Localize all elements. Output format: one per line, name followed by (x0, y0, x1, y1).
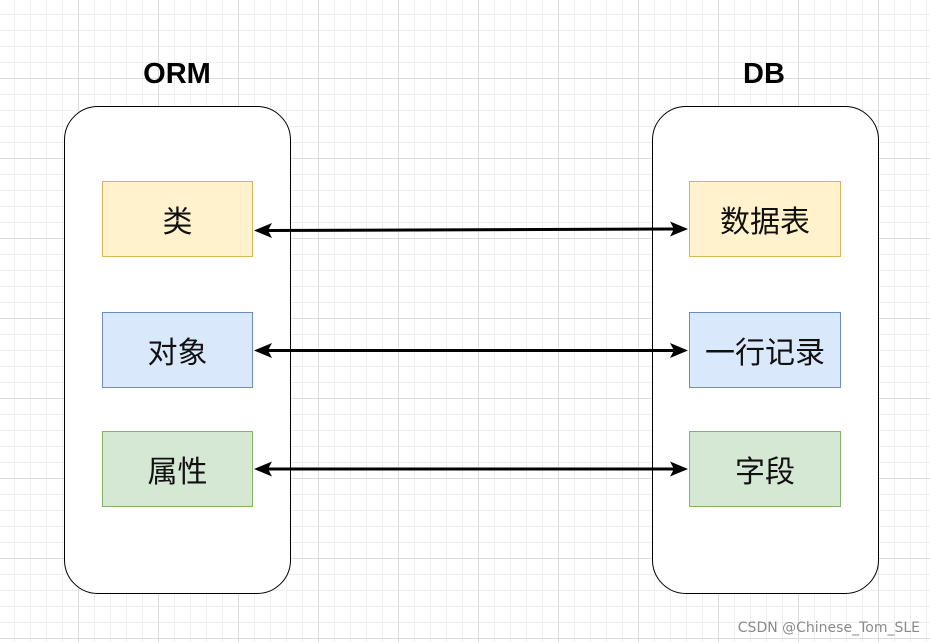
orm-item-class: 类 (102, 181, 253, 257)
arrow-attribute-field (254, 461, 688, 477)
db-title: DB (743, 58, 785, 90)
arrow-class-table (254, 221, 688, 238)
orm-title: ORM (143, 58, 211, 90)
arrow-object-row (254, 343, 688, 358)
db-item-field: 字段 (689, 431, 841, 507)
db-item-table: 数据表 (689, 181, 841, 257)
orm-item-object: 对象 (102, 312, 253, 388)
orm-item-attribute: 属性 (102, 431, 253, 507)
db-item-row: 一行记录 (689, 312, 841, 388)
watermark-text: CSDN @Chinese_Tom_SLE (737, 620, 920, 636)
